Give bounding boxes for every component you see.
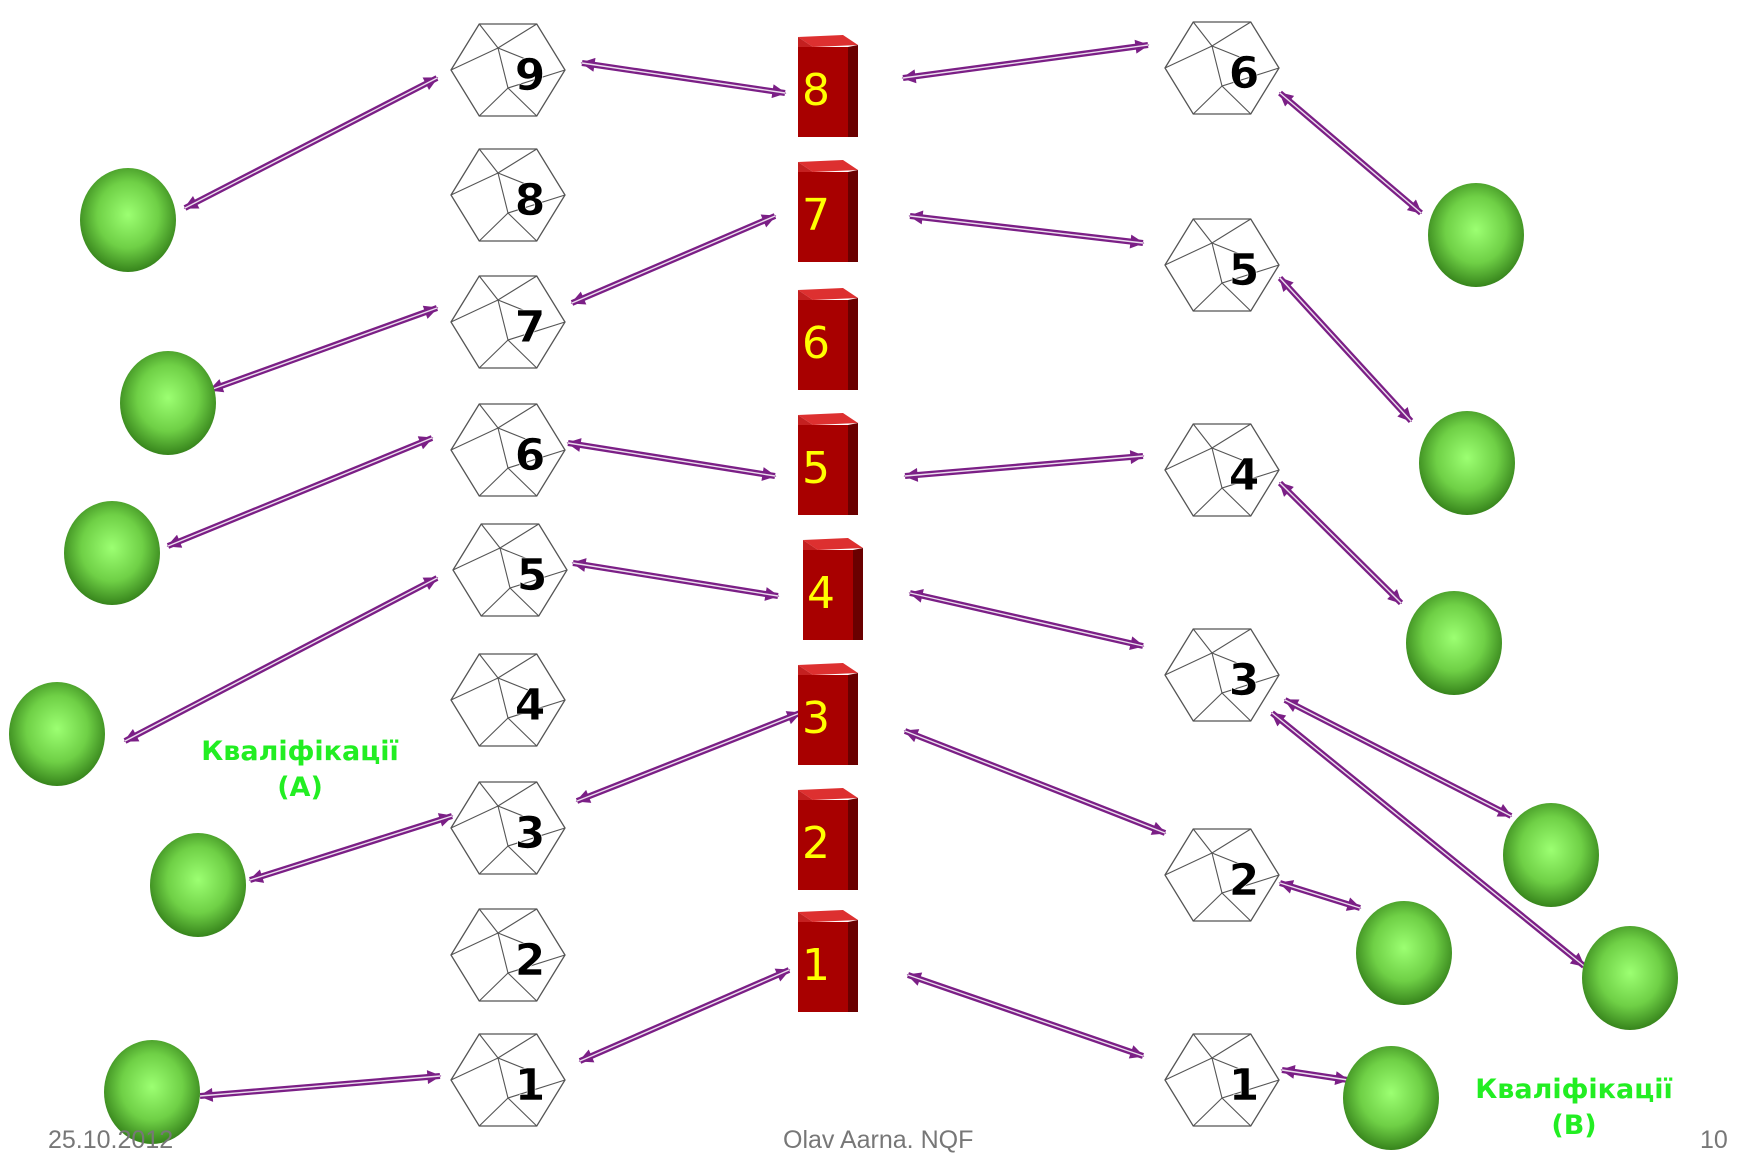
mapping-arrow-highlight [167, 437, 433, 547]
mapping-arrow-highlight [909, 215, 1144, 244]
qualification-sphere [80, 168, 176, 272]
qualification-sphere [1428, 183, 1524, 287]
mapping-arrow-highlight [1271, 712, 1585, 967]
mapping-arrow-highlight [124, 577, 438, 742]
mapping-arrows [123, 39, 1586, 1102]
mapping-arrow-highlight [1279, 882, 1361, 909]
footer-date: 25.10.2012 [48, 1126, 174, 1154]
right-framework-level-2-number: 2 [1229, 855, 1260, 906]
mapping-arrow-highlight [581, 62, 786, 94]
caption-qualifications-a: Кваліфікації (A) [170, 734, 430, 806]
left-framework-level-6: 6 [450, 403, 566, 497]
reference-level-cubes: 1 2 3 4 5 6 7 8 [798, 35, 863, 1012]
left-framework-level-8-number: 8 [515, 175, 546, 226]
right-framework-level-3: 3 [1164, 628, 1280, 722]
qualification-sphere [1503, 803, 1599, 907]
reference-level-3-number: 3 [802, 693, 830, 744]
left-framework-level-1: 1 [450, 1033, 566, 1127]
mapping-arrow-highlight [1284, 699, 1512, 817]
mapping-arrow-highlight [904, 455, 1144, 477]
left-framework-level-7: 7 [450, 275, 566, 369]
mapping-arrow-highlight [1281, 1069, 1349, 1081]
left-framework-level-3: 3 [450, 781, 566, 875]
mapping-arrow-highlight [576, 712, 801, 802]
mapping-arrow-highlight [184, 77, 438, 209]
right-framework-level-1: 1 [1164, 1033, 1280, 1127]
left-framework-level-2: 2 [450, 908, 566, 1002]
left-framework-level-1-number: 1 [515, 1060, 546, 1111]
qualification-sphere [120, 351, 216, 455]
reference-level-7-number: 7 [802, 190, 830, 241]
qualification-sphere [9, 682, 105, 786]
mapping-arrow-highlight [1279, 482, 1402, 604]
left-framework-level-9: 9 [450, 23, 566, 117]
left-framework-level-3-number: 3 [515, 808, 546, 859]
reference-level-1: 1 [798, 910, 858, 1012]
right-framework-level-4: 4 [1164, 423, 1280, 517]
right-framework-level-4-number: 4 [1229, 450, 1260, 501]
qualification-sphere [1406, 591, 1502, 695]
right-framework-level-2: 2 [1164, 828, 1280, 922]
caption-b-line1: Кваліфікації [1475, 1074, 1673, 1105]
reference-level-5-number: 5 [802, 443, 830, 494]
qualification-sphere [1419, 411, 1515, 515]
mapping-arrow-highlight [571, 215, 776, 304]
mapping-arrow-highlight [209, 307, 438, 391]
reference-level-2-number: 2 [802, 818, 830, 869]
right-framework-level-5-number: 5 [1229, 245, 1260, 296]
mapping-arrow-highlight [1279, 92, 1422, 214]
left-framework-level-5-number: 5 [517, 550, 548, 601]
footer-page-number: 10 [1700, 1126, 1728, 1154]
mapping-arrow-highlight [579, 969, 790, 1062]
left-framework-level-9-number: 9 [515, 50, 546, 101]
left-framework-level-8: 8 [450, 148, 566, 242]
right-framework-level-3-number: 3 [1229, 655, 1260, 706]
caption-a-line2: (A) [277, 772, 323, 803]
qualification-spheres [9, 168, 1678, 1150]
reference-level-5: 5 [798, 413, 858, 515]
reference-level-4-number: 4 [807, 568, 835, 619]
right-framework-level-6: 6 [1164, 21, 1280, 115]
right-framework-level-1-number: 1 [1229, 1060, 1260, 1111]
mapping-arrow-highlight [909, 592, 1144, 647]
reference-level-6: 6 [798, 288, 858, 390]
reference-level-8: 8 [798, 35, 858, 137]
left-framework-level-7-number: 7 [515, 302, 546, 353]
mapping-arrow-highlight [902, 44, 1149, 79]
reference-level-2: 2 [798, 788, 858, 890]
qualification-sphere [150, 833, 246, 937]
qualification-sphere [64, 501, 160, 605]
left-framework-level-4: 4 [450, 653, 566, 747]
caption-b-line2: (B) [1551, 1110, 1597, 1141]
left-framework-level-4-number: 4 [515, 680, 546, 731]
mapping-arrow-highlight [567, 442, 776, 477]
left-framework-level-2-number: 2 [515, 935, 546, 986]
qualification-sphere [1343, 1046, 1439, 1150]
reference-level-4: 4 [803, 538, 863, 640]
mapping-arrow-highlight [249, 815, 453, 881]
mapping-arrow-highlight [904, 730, 1166, 834]
reference-level-3: 3 [798, 663, 858, 765]
left-framework-level-6-number: 6 [515, 430, 546, 481]
qualification-sphere [1582, 926, 1678, 1030]
mapping-arrow-highlight [1279, 277, 1412, 422]
mapping-arrow-highlight [572, 562, 779, 597]
qualification-sphere [104, 1040, 200, 1144]
left-framework-level-5: 5 [452, 523, 568, 617]
right-framework-level-6-number: 6 [1229, 48, 1260, 99]
mapping-arrow-highlight [199, 1075, 441, 1097]
caption-qualifications-b: Кваліфікації (B) [1450, 1072, 1698, 1144]
footer-author: Olav Aarna. NQF [783, 1126, 974, 1154]
mapping-arrow-highlight [907, 974, 1144, 1057]
framework-level-boxes: 1 2 3 4 5 6 7 8 9 1 2 3 4 5 6 [450, 21, 1280, 1127]
reference-level-8-number: 8 [802, 65, 830, 116]
reference-level-1-number: 1 [802, 940, 830, 991]
reference-level-7: 7 [798, 160, 858, 262]
right-framework-level-5: 5 [1164, 218, 1280, 312]
reference-level-6-number: 6 [802, 318, 830, 369]
qualification-sphere [1356, 901, 1452, 1005]
caption-a-line1: Кваліфікації [201, 736, 399, 767]
